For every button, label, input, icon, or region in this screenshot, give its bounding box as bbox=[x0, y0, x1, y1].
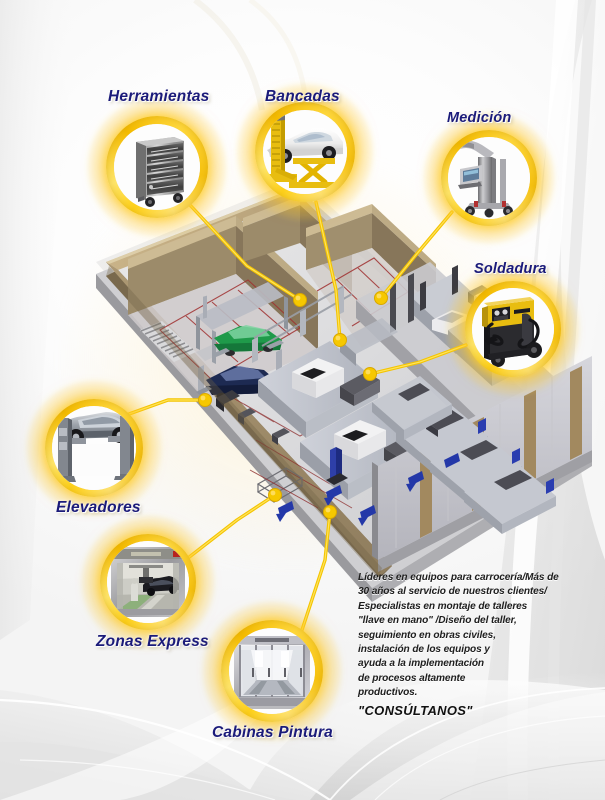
info-line-1: Líderes en equipos para carrocería/Más d… bbox=[358, 572, 559, 583]
company-description: Líderes en equipos para carrocería/Más d… bbox=[358, 571, 578, 701]
express-bay-icon bbox=[107, 541, 189, 623]
label-herramientas: Herramientas bbox=[108, 88, 210, 105]
disc-zonas-express bbox=[107, 541, 189, 623]
disc-herramientas bbox=[114, 124, 200, 210]
welding-machine-icon bbox=[472, 288, 554, 370]
measuring-system-icon bbox=[448, 137, 530, 219]
paint-booth-icon bbox=[229, 628, 315, 714]
disc-soldadura bbox=[472, 288, 554, 370]
info-line-8: de procesos altamente bbox=[358, 672, 466, 684]
label-medicion: Medición bbox=[447, 110, 512, 126]
info-line-2: 30 años al servicio de nuestros clientes… bbox=[358, 586, 547, 598]
car-lift-icon bbox=[52, 406, 136, 490]
call-to-action-consultanos: "CONSÚLTANOS" bbox=[358, 703, 473, 718]
disc-elevadores bbox=[52, 406, 136, 490]
info-line-7: ayuda a la implementación bbox=[358, 658, 484, 670]
info-line-4: "llave en mano" /Diseño del taller, bbox=[358, 615, 517, 627]
info-line-6: instalación de los equipos y bbox=[358, 644, 490, 656]
tool-cabinet-icon bbox=[114, 124, 200, 210]
info-line-5: seguimiento en obras civiles, bbox=[358, 629, 496, 641]
label-cabinas-pintura: Cabinas Pintura bbox=[212, 724, 333, 741]
disc-medicion bbox=[448, 137, 530, 219]
label-zonas-express: Zonas Express bbox=[96, 633, 209, 650]
label-soldadura: Soldadura bbox=[474, 261, 547, 277]
disc-cabinas-pintura bbox=[229, 628, 315, 714]
info-line-3: Especialistas en montaje de talleres bbox=[358, 600, 528, 612]
label-bancadas: Bancadas bbox=[265, 88, 340, 105]
car-bench-icon bbox=[263, 110, 347, 194]
info-line-9: productivos. bbox=[358, 687, 418, 699]
label-elevadores: Elevadores bbox=[56, 499, 141, 516]
disc-bancadas bbox=[263, 110, 347, 194]
